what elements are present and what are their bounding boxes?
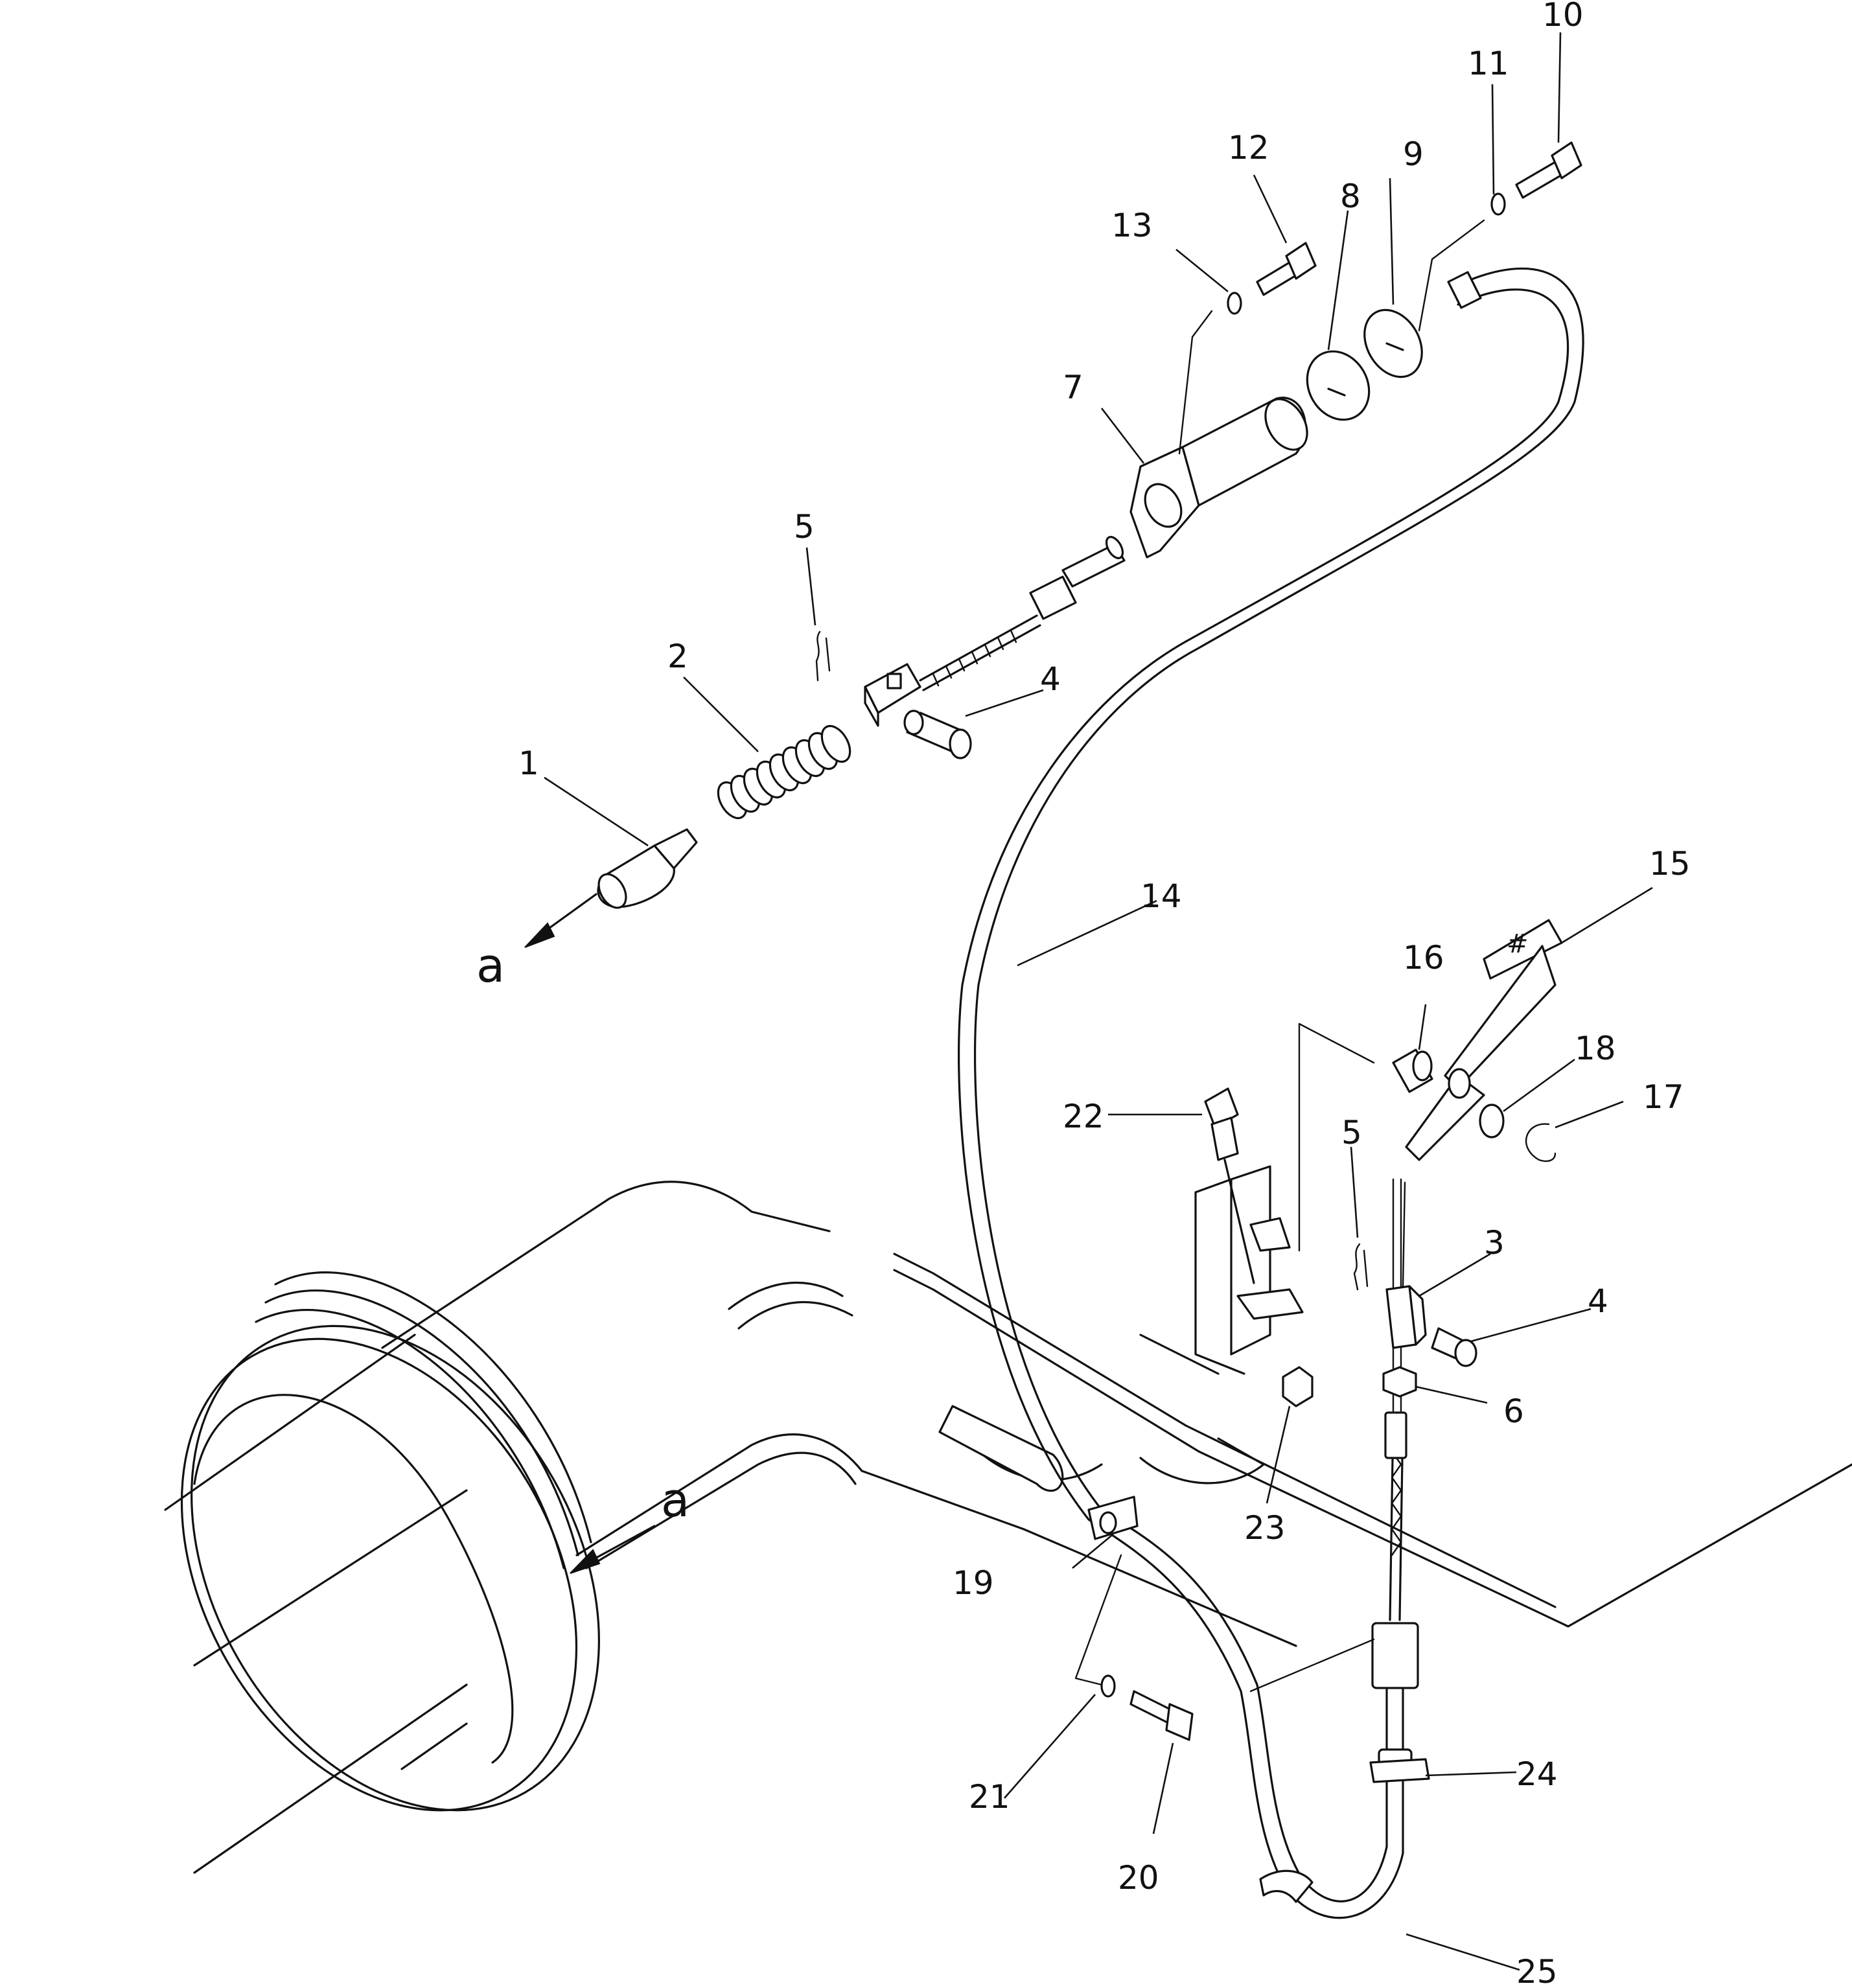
callout-12: 12 xyxy=(1228,129,1269,167)
part-22-bolt xyxy=(1204,1087,1304,1320)
part-1-knob xyxy=(597,828,698,909)
callout-2: 2 xyxy=(667,638,688,675)
callout-23: 23 xyxy=(1244,1509,1286,1547)
callout-10: 10 xyxy=(1542,0,1584,34)
reference-arrow-lower: a xyxy=(570,1473,689,1574)
part-10-bolt xyxy=(1515,141,1582,199)
part-11-washer xyxy=(1490,192,1506,216)
pedal-mark: # xyxy=(1507,929,1529,959)
part-6-nut xyxy=(1382,1366,1417,1398)
part-4-pin-lower xyxy=(1431,1327,1477,1367)
callout-13: 13 xyxy=(1111,207,1153,244)
reference-label-a-lower: a xyxy=(661,1473,689,1527)
callout-16: 16 xyxy=(1403,939,1444,977)
part-13-washer xyxy=(1227,292,1242,315)
part-18-washer xyxy=(1479,1104,1505,1138)
callout-6: 6 xyxy=(1503,1393,1524,1430)
callout-4-lower: 4 xyxy=(1588,1282,1608,1320)
part-2-spring xyxy=(717,724,851,820)
part-21-washer xyxy=(1100,1674,1116,1698)
part-4-pin-upper xyxy=(903,710,972,759)
callout-19: 19 xyxy=(953,1564,994,1602)
assembly-lines xyxy=(1074,219,1485,1693)
callout-14: 14 xyxy=(1140,877,1182,915)
callout-5-lower: 5 xyxy=(1341,1114,1362,1151)
callout-24: 24 xyxy=(1516,1755,1558,1793)
part-20-bolt xyxy=(1129,1690,1194,1741)
callout-7: 7 xyxy=(1063,369,1083,406)
callout-11: 11 xyxy=(1468,45,1509,82)
callout-25: 25 xyxy=(1516,1953,1558,1988)
part-5-cotter-pin-lower xyxy=(1353,1243,1369,1291)
callout-17: 17 xyxy=(1643,1078,1684,1116)
part-8-plate xyxy=(1306,350,1371,421)
reference-arrow-upper: a xyxy=(476,893,597,993)
callout-4-upper: 4 xyxy=(1040,660,1061,698)
reference-label-a-upper: a xyxy=(476,938,505,993)
part-9-plate xyxy=(1363,308,1423,378)
part-12-bolt xyxy=(1256,242,1317,296)
callout-21: 21 xyxy=(969,1778,1010,1816)
callouts: 1 2 3 4 4 5 5 6 7 8 9 10 11 12 13 14 15 … xyxy=(518,0,1691,1988)
callout-18: 18 xyxy=(1575,1030,1616,1067)
part-5-cotter-pin-upper xyxy=(815,630,831,682)
callout-8: 8 xyxy=(1340,178,1361,215)
callout-5-upper: 5 xyxy=(794,508,815,546)
callout-9: 9 xyxy=(1403,135,1424,173)
callout-15: 15 xyxy=(1649,845,1691,883)
cable-end-clevis xyxy=(864,536,1126,727)
callout-3: 3 xyxy=(1484,1224,1505,1262)
callout-22: 22 xyxy=(1063,1098,1104,1135)
leader-lines xyxy=(544,32,1653,1971)
part-24-clamp xyxy=(1369,1758,1430,1783)
part-17-snap-ring xyxy=(1525,1123,1557,1162)
callout-1: 1 xyxy=(518,745,539,782)
part-16-bushing xyxy=(1392,1048,1433,1093)
callout-20: 20 xyxy=(1118,1859,1159,1897)
part-7-bracket-tube xyxy=(1129,397,1308,559)
part-19-clamp xyxy=(1087,1496,1139,1540)
frame-housing xyxy=(164,1165,1852,1874)
control-cable xyxy=(958,267,1584,1919)
part-23-nut xyxy=(1282,1366,1314,1407)
part-3-yoke xyxy=(1385,1285,1427,1349)
